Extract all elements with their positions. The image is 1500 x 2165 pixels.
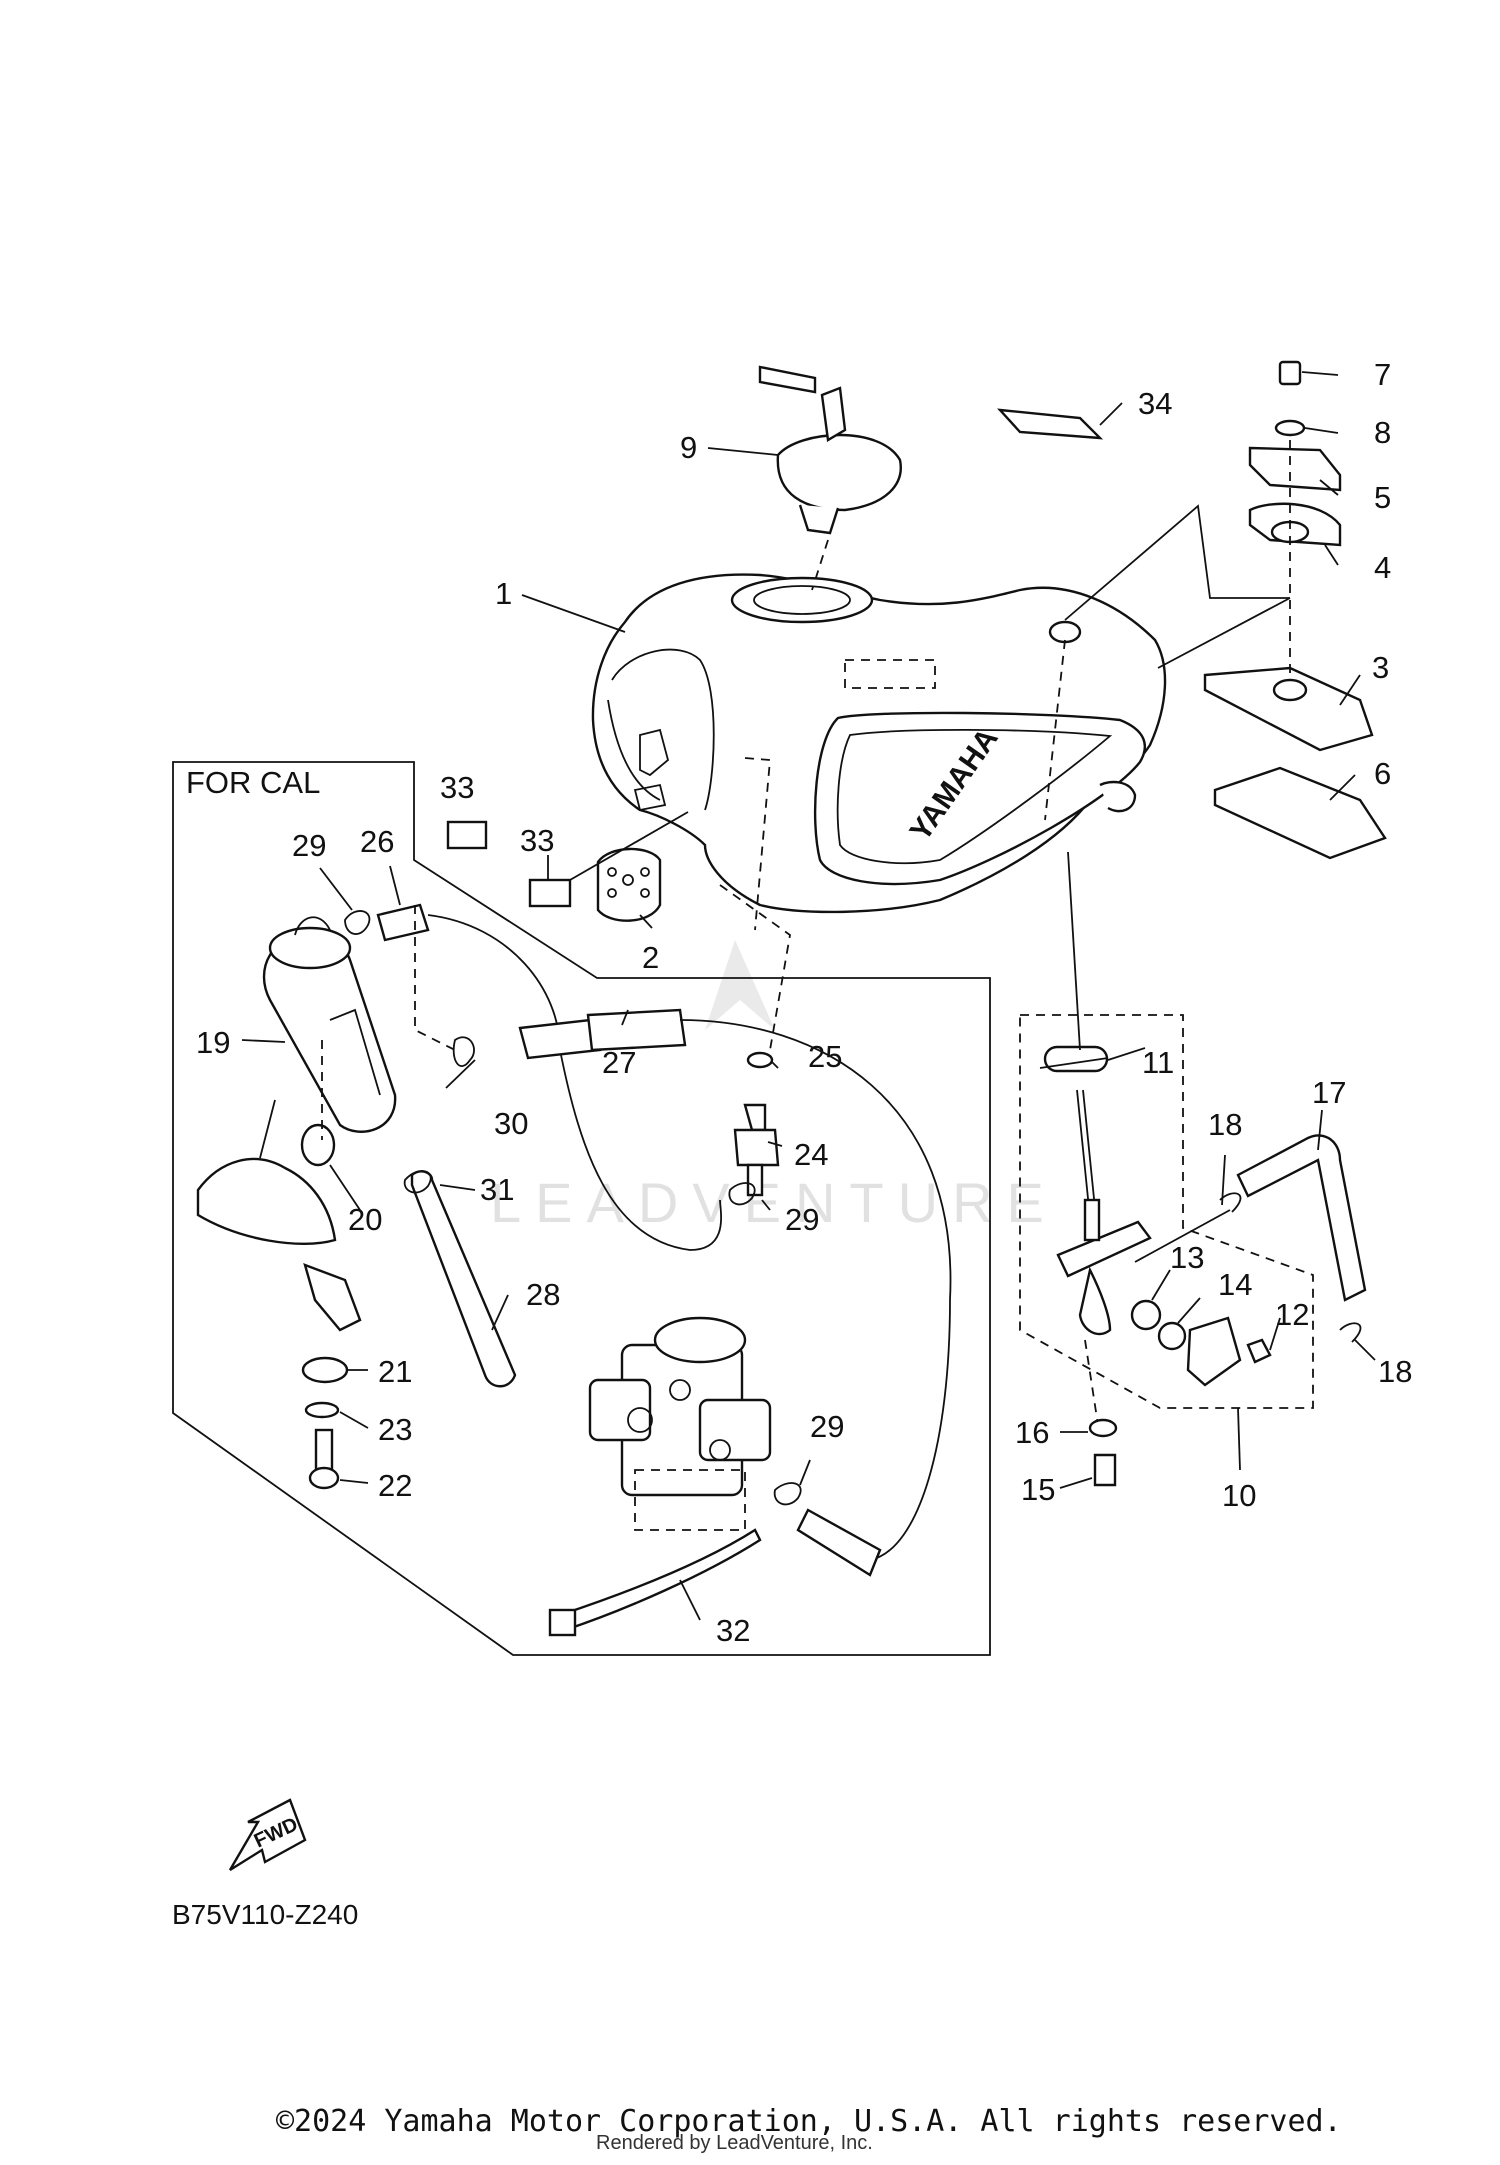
fuel-pump-bracket: [196, 1040, 362, 1490]
carburetor: [588, 1316, 772, 1531]
callout-10: 10: [1222, 1478, 1256, 1513]
callout-1: 1: [495, 576, 512, 611]
callout-33-a: 33: [440, 770, 474, 805]
callout-18-b: 18: [1378, 1354, 1412, 1389]
callout-6: 6: [1374, 756, 1391, 791]
callouts: 1 2 3 4 5 6 7 8 9 10 11 12 13 14 15 16 1…: [196, 357, 1412, 1648]
for-cal-label: FOR CAL: [186, 765, 320, 800]
callout-25: 25: [808, 1039, 842, 1074]
tank-dampers: [446, 811, 689, 922]
tank-mount-parts: [1044, 360, 1387, 860]
callout-28: 28: [526, 1277, 560, 1312]
callout-20: 20: [348, 1202, 382, 1237]
fuel-cock-assembly: [1019, 851, 1314, 1487]
callout-12: 12: [1275, 1297, 1309, 1332]
callout-4: 4: [1374, 550, 1391, 585]
callout-17: 17: [1312, 1075, 1346, 1110]
callout-32: 32: [716, 1613, 750, 1648]
callout-2: 2: [642, 940, 659, 975]
leader-lines: [241, 371, 1376, 1621]
callout-21: 21: [378, 1354, 412, 1389]
watermark-text: LEADVENTURE: [490, 1171, 1058, 1234]
callout-5: 5: [1374, 480, 1391, 515]
copyright-text: ©2024 Yamaha Motor Corporation, U.S.A. A…: [276, 2104, 1342, 2139]
callout-29-c: 29: [810, 1409, 844, 1444]
clips: [344, 910, 802, 1506]
callout-16: 16: [1015, 1415, 1049, 1450]
callout-15: 15: [1021, 1472, 1055, 1507]
callout-3: 3: [1372, 650, 1389, 685]
callout-26: 26: [360, 824, 394, 859]
callout-29-b: 29: [785, 1202, 819, 1237]
callout-13: 13: [1170, 1240, 1204, 1275]
callout-31: 31: [480, 1172, 514, 1207]
callout-30: 30: [494, 1106, 528, 1141]
callout-22: 22: [378, 1468, 412, 1503]
watermark: LEADVENTURE: [490, 940, 1058, 1234]
callout-23: 23: [378, 1412, 412, 1447]
callout-8: 8: [1374, 415, 1391, 450]
fuel-cap: [758, 365, 902, 591]
callout-19: 19: [196, 1025, 230, 1060]
callout-18-a: 18: [1208, 1107, 1242, 1142]
fuel-hoses: [376, 903, 952, 1577]
callout-33-b: 33: [520, 823, 554, 858]
rendered-by-text: Rendered by LeadVenture, Inc.: [596, 2132, 873, 2154]
callout-7: 7: [1374, 357, 1391, 392]
fuel-hose-17: [1134, 1134, 1367, 1343]
callout-27: 27: [602, 1045, 636, 1080]
fuel-pump-19: [262, 916, 397, 1133]
callout-11: 11: [1142, 1045, 1174, 1080]
fwd-arrow-icon: FWD: [228, 1798, 307, 1872]
callout-9: 9: [680, 430, 697, 465]
cable-tie-32: [548, 1528, 762, 1637]
callout-34: 34: [1138, 386, 1172, 421]
callout-14: 14: [1218, 1267, 1252, 1302]
diagram-code: B75V110-Z240: [172, 1899, 358, 1930]
callout-24: 24: [794, 1137, 828, 1172]
for-cal-box: [172, 761, 991, 1656]
callout-29-a: 29: [292, 828, 326, 863]
fuel-filter-24: [719, 884, 791, 1197]
fuel-tank: YAMAHA: [591, 573, 1167, 931]
decal-34: [997, 408, 1104, 440]
